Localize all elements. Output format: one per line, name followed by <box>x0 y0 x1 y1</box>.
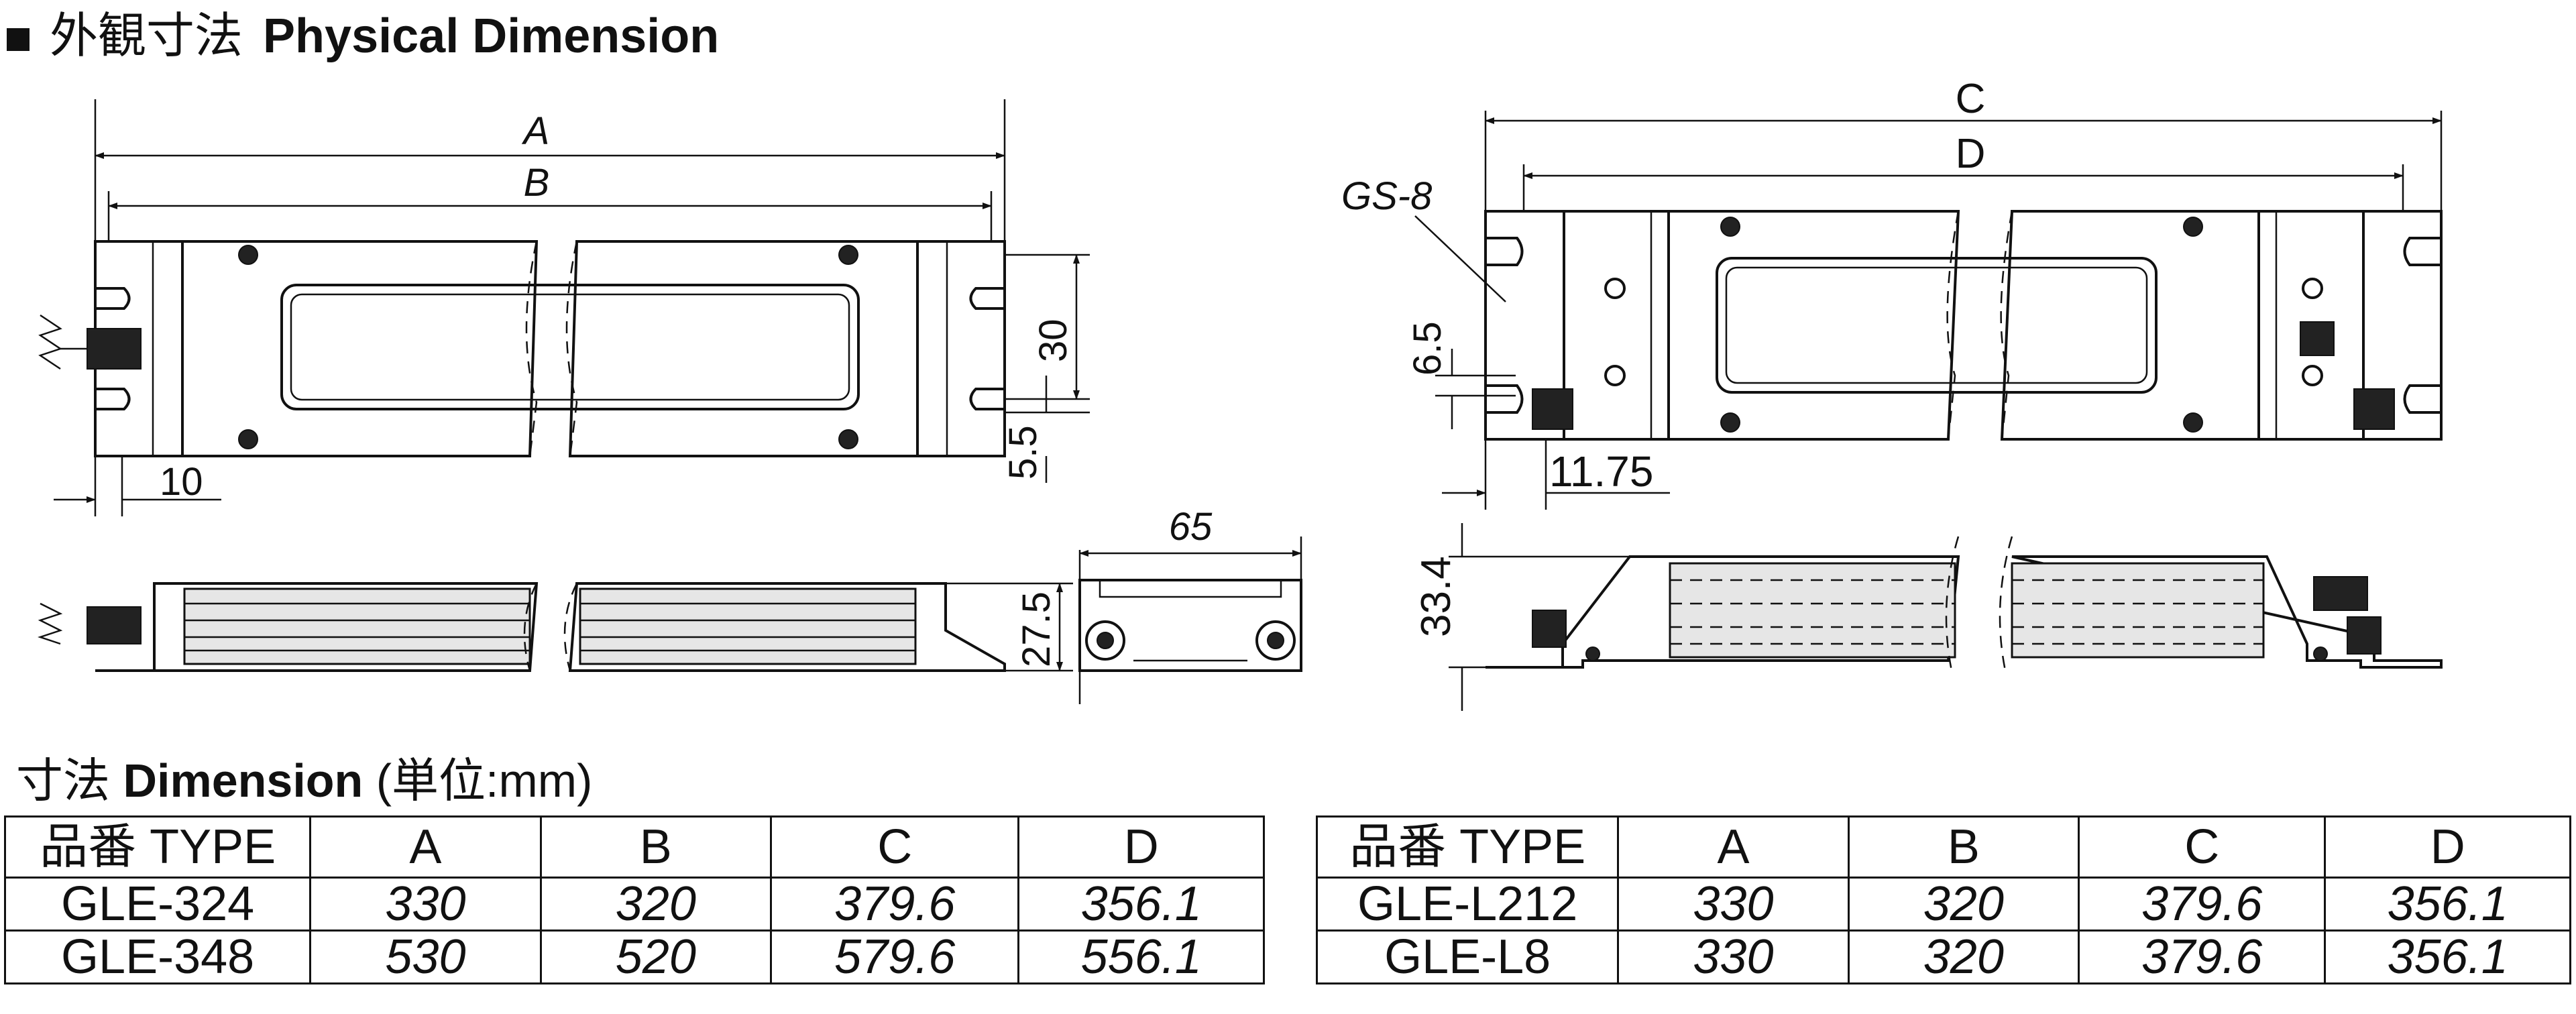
cell-A: 330 <box>1617 929 1850 984</box>
label-65: 65 <box>1169 505 1213 549</box>
header-C: C <box>2078 815 2327 879</box>
table-header-row: 品番 TYPE A B C D <box>1315 815 2571 879</box>
cell-A: 530 <box>309 929 542 984</box>
label-11-75: 11.75 <box>1549 447 1653 496</box>
cell-type: GLE-L212 <box>1315 877 1620 932</box>
label-5-5: 5.5 <box>1001 425 1045 480</box>
table-row: GLE-324 330 320 379.6 356.1 <box>3 877 1265 932</box>
header-C: C <box>769 815 1020 879</box>
dimension-heading: 寸法 Dimension (単位:mm) <box>16 743 592 811</box>
label-6-5: 6.5 <box>1406 321 1449 376</box>
cell-A: 330 <box>309 877 542 932</box>
end-view: 65 <box>1078 505 1302 704</box>
label-gs-8: GS-8 <box>1341 174 1432 218</box>
header-A: A <box>1617 815 1850 879</box>
header-B: B <box>539 815 773 879</box>
dimension-table-left: 品番 TYPE A B C D GLE-324 330 320 379.6 35… <box>3 815 1265 984</box>
left-side-view: 27.5 <box>38 582 1073 672</box>
cell-D: 356.1 <box>2324 929 2571 984</box>
cell-B: 320 <box>1847 929 2080 984</box>
label-C: C <box>1956 76 1986 122</box>
left-top-view: A B <box>38 99 1090 516</box>
cell-C: 379.6 <box>2078 877 2327 932</box>
title-en: Physical Dimension <box>263 9 720 63</box>
label-B: B <box>524 161 550 205</box>
page-title: 外観寸法 Physical Dimension <box>0 0 719 63</box>
cell-D: 356.1 <box>1017 877 1265 932</box>
dimension-heading-jp: 寸法 <box>16 754 110 807</box>
label-30: 30 <box>1031 319 1075 362</box>
header-D: D <box>1017 815 1265 879</box>
cell-type: GLE-324 <box>3 877 312 932</box>
cell-C: 379.6 <box>769 877 1020 932</box>
right-side-view: 33.4 <box>1413 523 2443 711</box>
dimension-table-right: 品番 TYPE A B C D GLE-L212 330 320 379.6 3… <box>1315 815 2571 984</box>
cell-type: GLE-348 <box>3 929 312 984</box>
right-top-view: C D GS-8 <box>1341 76 2443 510</box>
dimension-heading-unit: (単位:mm) <box>376 754 593 807</box>
label-A: A <box>522 109 550 153</box>
cell-B: 320 <box>1847 877 2080 932</box>
header-D: D <box>2324 815 2571 879</box>
cell-B: 320 <box>539 877 773 932</box>
label-33-4: 33.4 <box>1413 556 1459 637</box>
cell-D: 356.1 <box>2324 877 2571 932</box>
cell-C: 579.6 <box>769 929 1020 984</box>
cell-B: 520 <box>539 929 773 984</box>
table-row: GLE-L212 330 320 379.6 356.1 <box>1315 877 2571 932</box>
label-D: D <box>1956 131 1986 177</box>
header-type: 品番 TYPE <box>1315 815 1620 879</box>
label-10: 10 <box>160 460 203 504</box>
table-row: GLE-348 530 520 579.6 556.1 <box>3 929 1265 984</box>
header-type: 品番 TYPE <box>3 815 312 879</box>
table-header-row: 品番 TYPE A B C D <box>3 815 1265 879</box>
header-B: B <box>1847 815 2080 879</box>
title-jp: 外観寸法 <box>50 9 243 63</box>
cell-type: GLE-L8 <box>1315 929 1620 984</box>
header-A: A <box>309 815 542 879</box>
cell-D: 556.1 <box>1017 929 1265 984</box>
dimension-heading-en: Dimension <box>123 754 363 807</box>
cell-C: 379.6 <box>2078 929 2327 984</box>
cell-A: 330 <box>1617 877 1850 932</box>
table-row: GLE-L8 330 320 379.6 356.1 <box>1315 929 2571 984</box>
label-27-5: 27.5 <box>1015 592 1058 667</box>
bullet-square-icon <box>7 27 30 51</box>
